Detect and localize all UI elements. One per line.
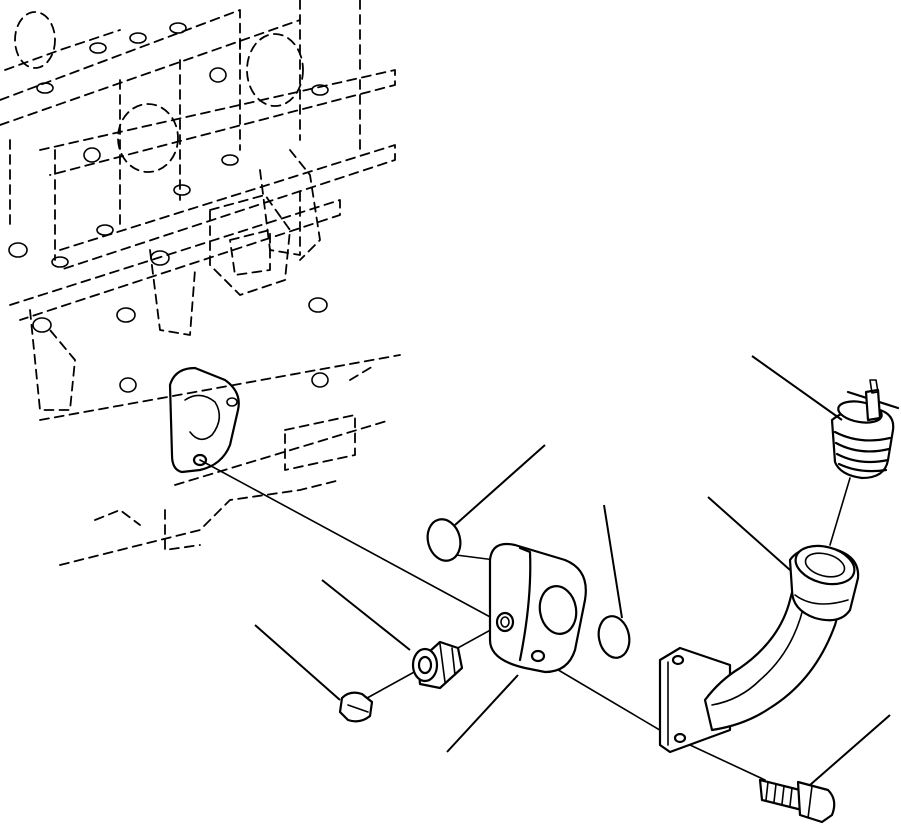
hose-elbow (658, 544, 860, 754)
leader-bolt (809, 714, 891, 786)
drain-valve-plug (830, 379, 900, 480)
adapter-flange (488, 542, 587, 674)
leader-o-ring-lower (603, 504, 623, 619)
leader-nut (321, 579, 411, 651)
leader-o-ring-upper (454, 444, 546, 526)
assembly-centerlines (199, 459, 851, 781)
leader-flange (446, 674, 519, 753)
leader-plug-screw (254, 624, 341, 701)
leader-lines (254, 355, 891, 786)
leader-drain-valve (751, 355, 843, 421)
flange-bolt (758, 778, 836, 824)
washer-nut (411, 640, 464, 690)
engine-block-dashed (0, 0, 401, 566)
o-ring-upper (426, 518, 462, 562)
leader-hose (707, 496, 791, 571)
o-ring-lower (597, 615, 631, 659)
plug-screw (338, 691, 374, 723)
